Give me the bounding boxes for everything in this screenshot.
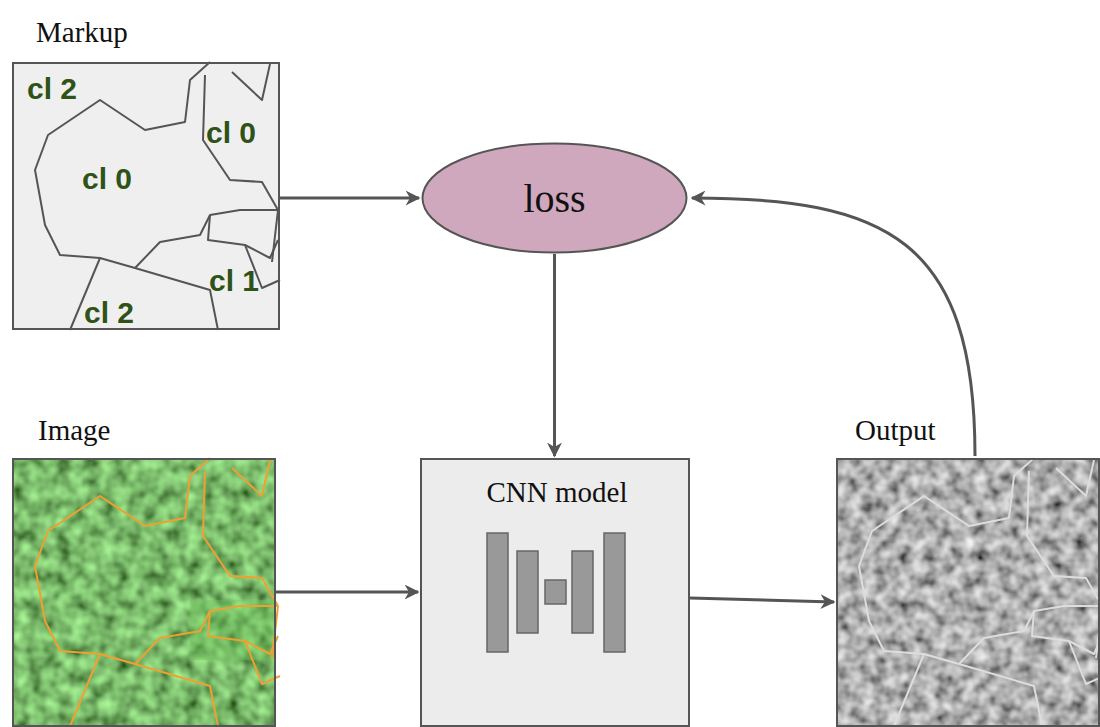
markup-panel: Markupcl 2cl 0cl 0cl 1cl 2 bbox=[12, 62, 280, 330]
flow-arrow bbox=[690, 598, 834, 602]
markup-ground bbox=[12, 62, 280, 330]
panel-heading: Image bbox=[38, 414, 110, 447]
output-panel: Output bbox=[836, 458, 1100, 727]
flow-arrow bbox=[692, 198, 975, 456]
loss-ellipse: loss bbox=[421, 142, 688, 254]
panel-heading: Markup bbox=[36, 16, 128, 49]
output-ground bbox=[836, 458, 1100, 727]
cnn-box: CNN model bbox=[420, 458, 690, 727]
field-boundaries bbox=[35, 458, 280, 726]
output-boundaries bbox=[859, 458, 1100, 726]
class-label: cl 0 bbox=[206, 116, 256, 150]
panel-heading: Output bbox=[855, 414, 936, 447]
image-ground bbox=[12, 458, 276, 727]
flow-arrow bbox=[553, 254, 556, 456]
model-label: CNN model bbox=[487, 476, 628, 509]
satellite-image bbox=[12, 458, 276, 727]
output-map bbox=[836, 458, 1100, 727]
class-label: cl 0 bbox=[82, 162, 132, 196]
class-label: cl 2 bbox=[84, 296, 134, 330]
image-panel: Image bbox=[12, 458, 276, 727]
flow-arrow bbox=[280, 197, 419, 200]
flow-arrow bbox=[276, 591, 418, 594]
class-label: cl 1 bbox=[209, 264, 259, 298]
loss-label: loss bbox=[523, 175, 585, 222]
class-label: cl 2 bbox=[27, 72, 77, 106]
encoder-decoder-bars bbox=[487, 533, 625, 652]
cnn-ground bbox=[420, 458, 690, 727]
